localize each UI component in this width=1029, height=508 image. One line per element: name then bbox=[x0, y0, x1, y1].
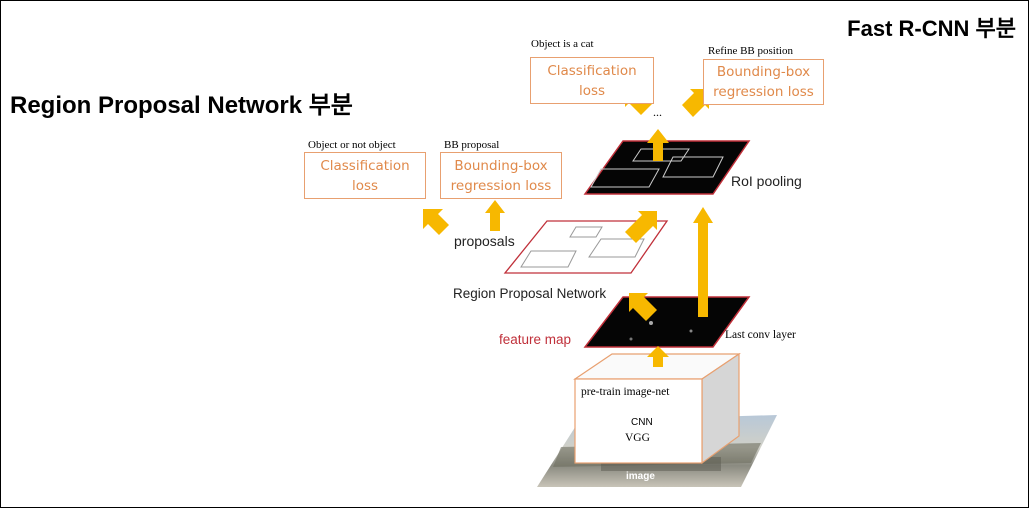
rpn-cls-line2: loss bbox=[351, 177, 379, 194]
cnn-box-line2: CNN bbox=[631, 417, 653, 428]
rpn-reg-caption: BB proposal bbox=[444, 139, 500, 151]
arrow-to-rpn-reg bbox=[485, 200, 505, 231]
rpn-cls-line1: Classification bbox=[320, 157, 410, 174]
arrow-roi-up bbox=[647, 129, 669, 161]
arrow-cnn-to-feature bbox=[647, 346, 669, 367]
fr-cls-caption: Object is a cat bbox=[531, 38, 594, 50]
roi-pooling-plane bbox=[583, 140, 751, 195]
cnn-box-line1: pre-train image-net bbox=[581, 386, 670, 398]
fr-reg-line2: regression loss bbox=[713, 84, 814, 100]
rpn-label: Region Proposal Network bbox=[453, 286, 607, 301]
fr-reg-line1: Bounding-box bbox=[716, 64, 811, 80]
rpn-reg-line1: Bounding-box bbox=[454, 157, 548, 174]
rpn-bbox-regression-loss-box: Bounding-box regression loss bbox=[440, 152, 562, 199]
feature-map-label: feature map bbox=[499, 332, 572, 347]
rpn-reg-line2: regression loss bbox=[450, 177, 552, 194]
last-conv-label: Last conv layer bbox=[725, 329, 796, 341]
cnn-box-line3: VGG bbox=[625, 432, 650, 444]
cnn-box bbox=[573, 352, 741, 465]
rpn-classification-loss-box: Classification loss bbox=[304, 152, 426, 199]
fr-cls-line1: Classification bbox=[547, 62, 637, 79]
arrow-feature-to-roi bbox=[693, 207, 713, 317]
fr-cls-line2: loss bbox=[578, 82, 606, 99]
proposals-label: proposals bbox=[454, 233, 515, 249]
rpn-heading: Region Proposal Network 부분 bbox=[10, 92, 353, 119]
rpn-cls-caption: Object or not object bbox=[308, 139, 396, 151]
arrow-to-fr-reg bbox=[682, 89, 709, 117]
fast-rcnn-heading: Fast R-CNN 부분 bbox=[847, 16, 1016, 41]
fr-bbox-regression-loss-box: Bounding-box regression loss bbox=[703, 59, 824, 105]
arrow-rpn-to-roi bbox=[625, 211, 657, 243]
arrow-to-rpn-cls bbox=[423, 209, 449, 235]
roi-pooling-label: RoI pooling bbox=[731, 173, 802, 189]
arrow-feature-to-rpn bbox=[629, 293, 658, 321]
ellipsis: ... bbox=[653, 105, 662, 119]
fr-reg-caption: Refine BB position bbox=[708, 45, 793, 57]
image-label: image bbox=[626, 471, 655, 482]
fr-classification-loss-box: Classification loss bbox=[530, 57, 654, 104]
proposal-plane bbox=[503, 220, 669, 274]
